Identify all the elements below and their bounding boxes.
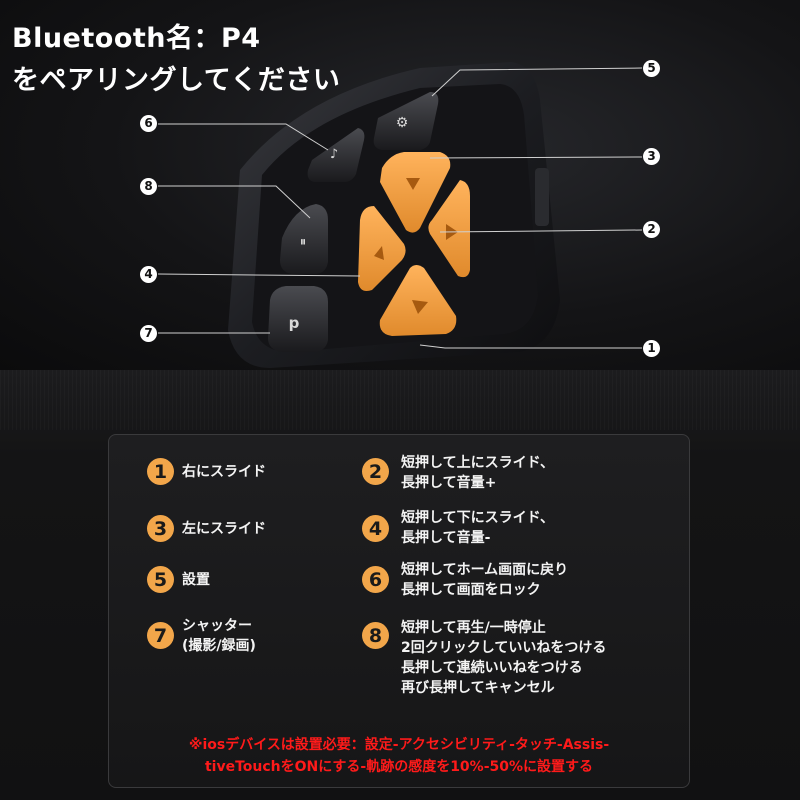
callout-5: 5 (643, 60, 660, 77)
dpad-bottom-button (379, 265, 457, 336)
legend-text-4: 短押して下にスライド、 長押して音量- (401, 510, 555, 546)
shutter-p-icon: p (289, 314, 300, 332)
callout-4: 4 (140, 266, 157, 283)
legend-text-5: 設置 (182, 572, 210, 588)
legend-panel (108, 434, 690, 788)
legend-badge-3: 3 (147, 515, 174, 542)
music-button-shape (307, 128, 365, 182)
ios-setup-note-line1: ※iosデバイスは設置必要：設定-アクセシビリティ-タッチ-Assis- (188, 737, 610, 753)
pause-icon: ⏸ (300, 235, 307, 250)
legend-text-3: 左にスライド (182, 521, 266, 537)
legend-text-7: シャッター (撮影/録画) (182, 618, 256, 654)
callout-3: 3 (643, 148, 660, 165)
legend-badge-7: 7 (147, 622, 174, 649)
floor-grain (0, 370, 800, 430)
callout-7: 7 (140, 325, 157, 342)
side-port (535, 168, 549, 226)
pairing-instruction-title: をペアリングしてください (12, 65, 341, 96)
pause-button-shape (280, 204, 328, 274)
gear-icon: ⚙ (396, 115, 409, 131)
shutter-button-shape (268, 286, 328, 352)
legend-badge-8: 8 (362, 622, 389, 649)
callout-1: 1 (643, 340, 660, 357)
triangle-arrow-icon (374, 246, 384, 260)
device-face (252, 84, 538, 352)
callout-leader-lines (157, 67, 643, 349)
legend-text-6: 短押してホーム画面に戻り 長押して画面をロック (401, 562, 569, 598)
legend-text-2: 短押して上にスライド、 長押して音量+ (401, 455, 555, 491)
legend-text-1: 右にスライド (182, 464, 266, 480)
triangle-arrow-icon (412, 300, 428, 314)
legend-badge-2: 2 (362, 458, 389, 485)
callout-6: 6 (140, 115, 157, 132)
dpad-top-button (380, 152, 451, 233)
legend-badge-1: 1 (147, 458, 174, 485)
pairing-name-title: Bluetooth名：P4 (12, 23, 261, 54)
music-note-icon: ♪ (330, 147, 338, 162)
callout-8: 8 (140, 178, 157, 195)
settings-button-shape (373, 92, 439, 150)
legend-text-8: 短押して再生/一時停止 2回クリックしていいねをつける 長押して連続いいねをつけ… (401, 620, 607, 696)
legend-badge-4: 4 (362, 515, 389, 542)
callout-2: 2 (643, 221, 660, 238)
legend-badge-6: 6 (362, 566, 389, 593)
triangle-arrow-icon (406, 178, 420, 190)
remote-device-illustration: ⚙ ♪ ⏸ p (157, 62, 643, 368)
legend-badge-5: 5 (147, 566, 174, 593)
ios-setup-note-line2: tiveTouchをONにする-軌跡の感度を10%-50%に設置する (204, 759, 594, 775)
